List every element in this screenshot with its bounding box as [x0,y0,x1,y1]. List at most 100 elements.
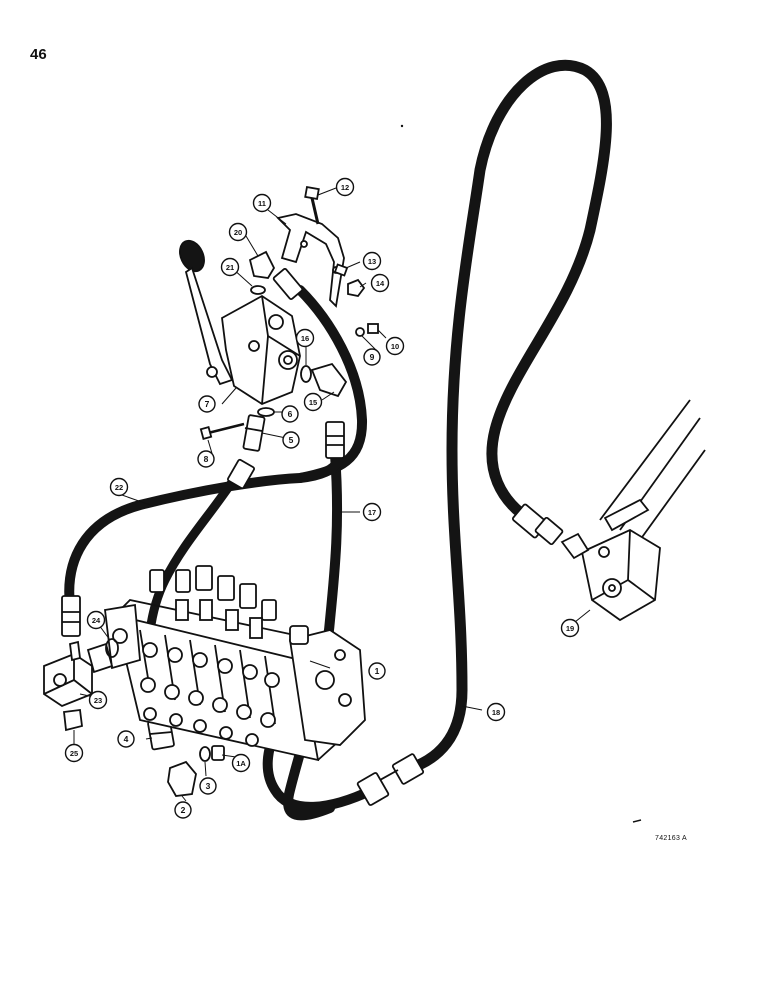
nut-14 [347,278,366,297]
callout-circle [86,610,106,630]
callout-label: 12 [341,183,349,192]
callout-22: 22 [109,477,129,497]
callout-2: 2 [174,801,192,819]
callout-20: 20 [228,222,248,242]
callout-circle [231,753,251,773]
callout-label: 2 [181,805,186,815]
fitting-top-arch [272,268,304,300]
callout-circle [252,193,272,213]
callout-circle [363,348,381,366]
callout-label: 8 [204,454,209,464]
tee-top-nipple [69,640,81,662]
lever-handle [184,266,234,386]
fitting-union-right [391,753,425,785]
callout-5: 5 [282,431,300,449]
callout-circle [295,328,315,348]
bolt-12-head [304,185,320,201]
bolt-12 [310,197,320,225]
tee-fitting-assembly [43,638,119,732]
callout-circle [362,502,382,522]
callout-circle [335,177,355,197]
callout-label: 3 [206,781,211,791]
callout-label: 11 [258,199,266,208]
callout-label: 21 [226,263,234,272]
callout-circle [88,690,108,710]
fitting-hose-22-left [61,595,81,637]
elbow-2 [167,760,197,797]
callouts: 11A2345678910111213141516171819202122232… [64,177,580,819]
callout-19: 19 [560,618,580,638]
fitting-union-left [356,772,390,806]
control-lever-assembly [179,185,379,440]
callout-23: 23 [88,690,108,710]
callout-circle [282,431,300,449]
callout-circle [368,662,386,680]
fitting-hose-18-cylinder-nut [534,516,564,546]
callout-label: 25 [70,749,78,758]
callout-18: 18 [486,702,506,722]
figure-reference: 742163 A [655,835,687,842]
page-number: 46 [30,46,47,63]
callout-label: 5 [289,435,294,445]
callout-14: 14 [370,273,390,293]
callout-circle [228,222,248,242]
callout-label: 22 [115,483,123,492]
callout-label: 24 [92,616,101,625]
o-ring-21 [250,285,266,295]
washer-9 [355,327,365,337]
callout-circle [174,801,192,819]
callout-6: 6 [281,405,299,423]
callout-circle [560,618,580,638]
callout-circle [370,273,390,293]
elbow-20 [248,250,276,279]
valve-top-fittings [149,565,309,645]
fitting-hose-17-top [325,421,345,459]
leader-lines [73,187,591,802]
callout-circle [109,477,129,497]
callout-circle [385,336,405,356]
callout-12: 12 [335,177,355,197]
bracket-11 [276,213,345,308]
callout-label: 14 [376,279,385,288]
callout-9: 9 [363,348,381,366]
callout-circle [117,730,135,748]
cylinder-assembly [560,399,706,622]
o-ring-16 [300,365,312,383]
callout-label: 6 [288,409,293,419]
callout-label: 17 [368,508,376,517]
control-valve-bank [104,565,366,797]
callout-label: 23 [94,696,102,705]
callout-circle [281,405,299,423]
hose-fittings [61,268,564,806]
callout-8: 8 [197,450,215,468]
tee-23 [43,652,93,708]
lever-knob [179,239,205,273]
valve-sections [139,629,276,725]
callout-label: 19 [566,624,574,633]
callout-label: 20 [234,228,242,237]
nut-10 [367,323,379,334]
callout-label: 10 [391,342,399,351]
callout-label: 13 [368,257,376,266]
callout-circle [198,395,216,413]
callout-1a: 1A [231,753,251,773]
o-ring-24 [105,638,119,658]
callout-label: 18 [492,708,500,717]
callout-25: 25 [64,743,84,763]
o-ring-6 [257,407,275,417]
hose-18 [399,59,612,776]
callout-24: 24 [86,610,106,630]
cylinder-head [580,528,661,622]
callout-label: 1 [375,666,380,676]
callout-circle [64,743,84,763]
callout-label: 7 [205,399,210,409]
lever-pivot [206,366,218,378]
callout-1: 1 [368,662,386,680]
control-port-upper [268,314,284,330]
callout-label: 16 [301,334,309,343]
callout-circle [303,392,323,412]
callout-circle [199,777,217,795]
callout-15: 15 [303,392,323,412]
callout-3: 3 [199,777,217,795]
callout-10: 10 [385,336,405,356]
